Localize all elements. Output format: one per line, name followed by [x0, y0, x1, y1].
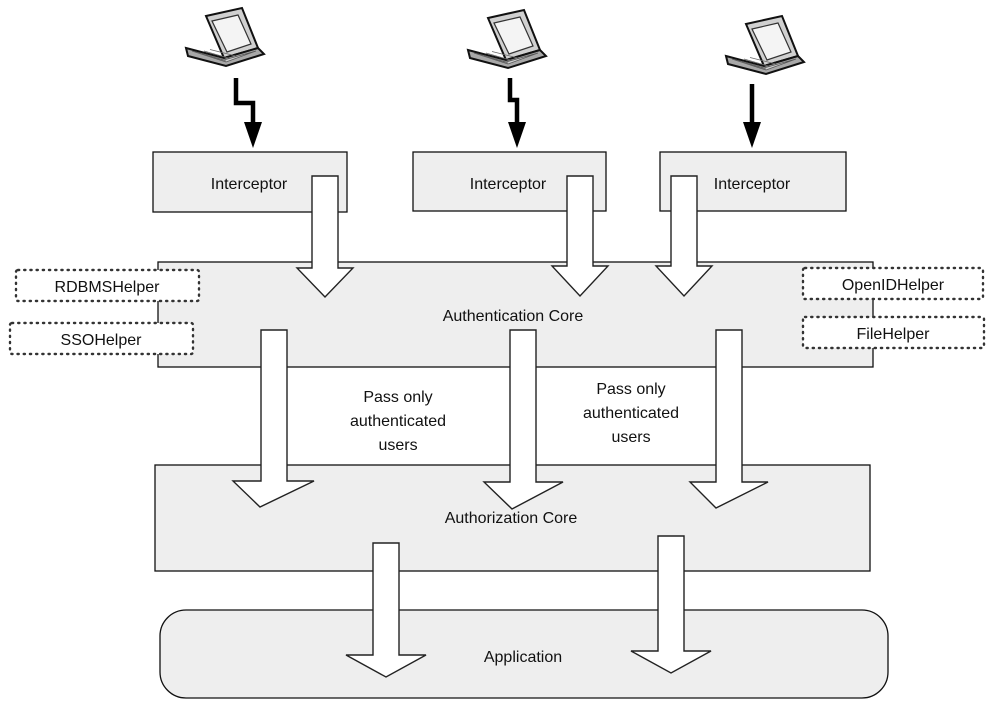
helper-label: FileHelper — [857, 326, 931, 343]
flow-arrow — [688, 329, 769, 509]
pass-note-2: Pass only authenticated users — [583, 381, 679, 446]
laptop-icon — [725, 15, 805, 75]
helper-label: OpenIDHelper — [842, 277, 945, 294]
helper-file: FileHelper — [801, 315, 986, 350]
authentication-core-label: Authentication Core — [443, 308, 584, 325]
interceptor-label: Interceptor — [470, 176, 547, 193]
interceptor-label: Interceptor — [211, 176, 288, 193]
pass-note-line: Pass only — [596, 381, 665, 398]
authorization-core-label: Authorization Core — [445, 510, 578, 527]
pass-note-line: users — [378, 437, 417, 454]
client-laptop-1 — [185, 7, 265, 148]
laptop-icon — [185, 7, 265, 67]
helper-sso: SSOHelper — [8, 321, 195, 356]
flow-arrow — [231, 329, 315, 508]
helper-label: RDBMSHelper — [55, 279, 161, 296]
helper-openid: OpenIDHelper — [801, 266, 985, 301]
flow-arrow — [295, 175, 355, 299]
pass-note-line: authenticated — [350, 413, 446, 430]
interceptor-label: Interceptor — [714, 176, 791, 193]
pass-note-1: Pass only authenticated users — [350, 389, 446, 454]
application-label: Application — [484, 649, 562, 666]
flow-arrow — [345, 542, 427, 678]
client-laptop-3 — [725, 15, 805, 148]
flow-arrow — [550, 175, 610, 298]
client-laptop-2 — [467, 9, 547, 148]
helper-rdbms: RDBMSHelper — [14, 268, 201, 303]
pass-note-line: authenticated — [583, 405, 679, 422]
flow-arrow — [654, 175, 714, 298]
flow-arrow — [630, 535, 712, 674]
helper-label: SSOHelper — [61, 332, 143, 349]
flow-arrow — [482, 329, 564, 510]
pass-note-line: users — [611, 429, 650, 446]
application-box: Application — [159, 609, 889, 699]
laptop-icon — [467, 9, 547, 69]
pass-note-line: Pass only — [363, 389, 432, 406]
